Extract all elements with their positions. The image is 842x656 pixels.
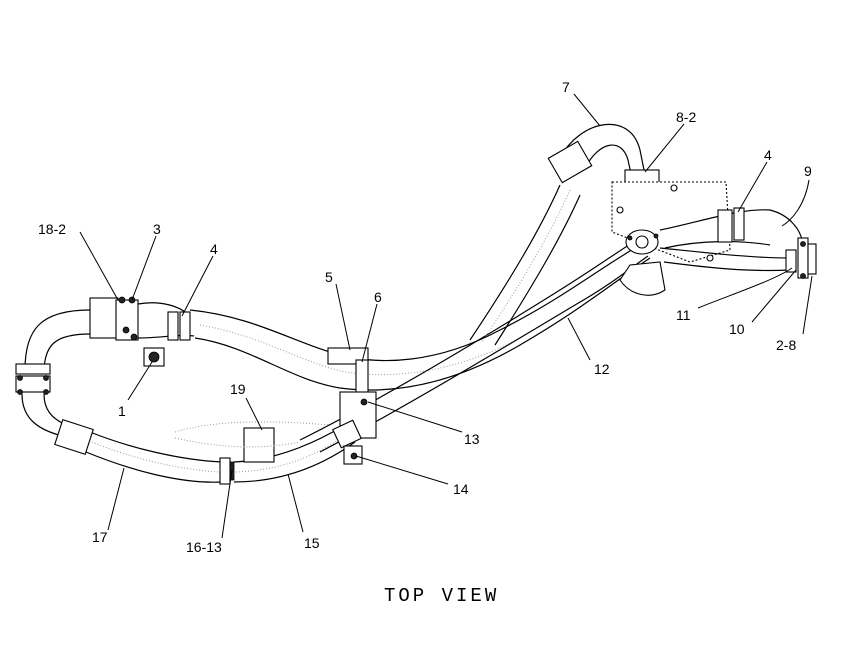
callout-19: 19 — [230, 381, 246, 397]
callout-14: 14 — [453, 481, 469, 497]
callout-10: 10 — [729, 321, 745, 337]
callout-13: 13 — [464, 431, 480, 447]
callout-7: 7 — [562, 79, 570, 95]
callout-12: 12 — [594, 361, 610, 377]
elbow-7 — [547, 123, 660, 185]
hose-7-run — [469, 184, 581, 346]
callout-16-13: 16-13 — [186, 539, 222, 555]
callout-4-left: 4 — [210, 241, 218, 257]
callout-18-2: 18-2 — [38, 221, 66, 237]
flange-fitting-12 — [625, 229, 659, 255]
callout-15: 15 — [304, 535, 320, 551]
callout-6: 6 — [374, 289, 382, 305]
end-fitting-2-8 — [797, 237, 817, 279]
hose-17 — [54, 418, 223, 483]
leader-lines — [79, 93, 813, 539]
callout-1: 1 — [118, 403, 126, 419]
pump-body — [619, 261, 666, 296]
hose-11 — [659, 247, 797, 273]
flange-18-2 — [89, 296, 139, 341]
left-loop-hose — [15, 309, 91, 437]
callout-2-8: 2-8 — [776, 337, 796, 353]
hose-9 — [659, 207, 803, 249]
clamp-14 — [332, 419, 363, 465]
main-upper-hose — [189, 244, 651, 391]
callout-11: 11 — [676, 307, 691, 323]
clamp-4-left — [167, 311, 191, 341]
callout-17: 17 — [92, 529, 108, 545]
callout-4-right: 4 — [764, 147, 772, 163]
callout-9: 9 — [804, 163, 812, 179]
callout-8-2: 8-2 — [676, 109, 696, 125]
callout-5: 5 — [325, 269, 333, 285]
bracket-19 — [174, 421, 331, 463]
fitting-1 — [143, 347, 165, 367]
view-caption: TOP VIEW — [384, 585, 499, 607]
callout-3: 3 — [153, 221, 161, 237]
